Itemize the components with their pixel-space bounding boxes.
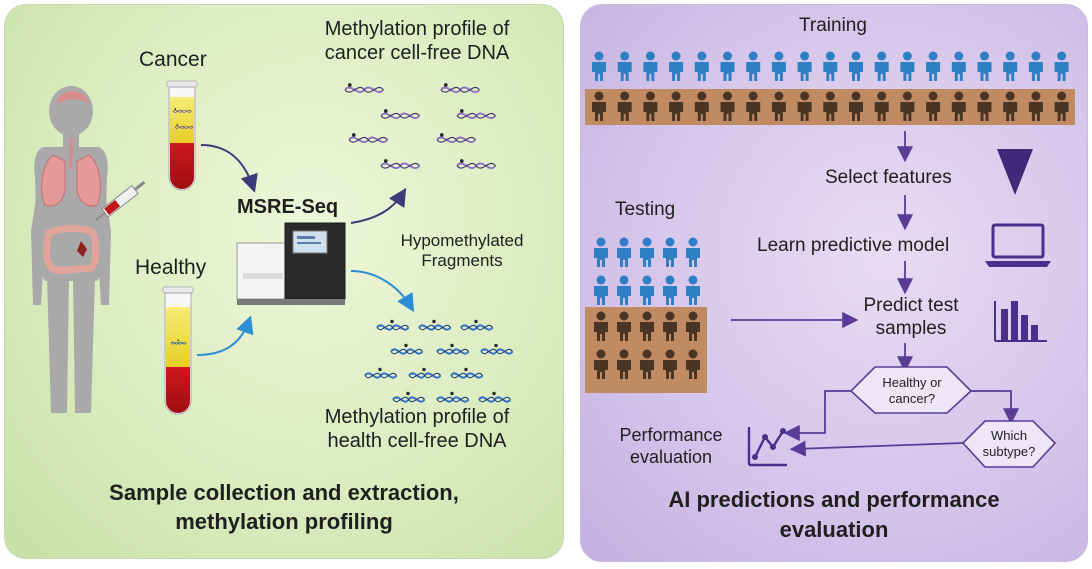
healthy-profile-label: Methylation profile of health cell-free … (297, 405, 537, 453)
healthy-label: Healthy (135, 256, 207, 279)
cancer-label: Cancer (139, 48, 207, 71)
right-title-line1: AI predictions and performance (668, 487, 1000, 512)
predict-line2: samples (875, 317, 947, 339)
right-title-line2: evaluation (779, 516, 889, 542)
dna-fragment-icon (344, 82, 497, 170)
decision1-line1: Healthy or (882, 375, 942, 390)
predict-line1: Predict test (863, 295, 959, 316)
person-icon (663, 275, 677, 305)
performance-evaluation-label: Performance evaluation (603, 425, 739, 468)
person-icon (594, 237, 608, 267)
decision2-label: Which subtype? (973, 428, 1045, 459)
healthy-profile-line2: health cell-free DNA (327, 430, 507, 452)
person-icon (951, 51, 966, 81)
person-icon (797, 51, 812, 81)
cancer-test-tube-icon (166, 80, 198, 191)
healthy-profile-line1: Methylation profile of (324, 406, 510, 428)
hypo-line2: Fragments (421, 251, 503, 271)
decision1-label: Healthy or cancer? (867, 375, 957, 406)
person-icon (617, 237, 631, 267)
step-learn-model: Learn predictive model (757, 235, 950, 256)
decision-which-subtype (961, 420, 1057, 468)
left-title-line1: Sample collection and extraction, (109, 480, 459, 505)
decision1-line2: cancer? (888, 390, 936, 406)
laptop-icon (985, 223, 1051, 267)
right-panel-title: AI predictions and performance evaluatio… (591, 485, 1077, 544)
person-icon (686, 237, 700, 267)
person-icon (977, 51, 992, 81)
left-panel-title: Sample collection and extraction, methyl… (25, 479, 543, 536)
healthy-test-tube-icon (162, 286, 194, 415)
testing-healthy-persons (594, 237, 700, 305)
decision-healthy-or-cancer (849, 366, 973, 414)
person-icon (617, 51, 632, 81)
person-icon (1054, 51, 1069, 81)
cancer-profile-line2: cancer cell-free DNA (324, 42, 510, 64)
funnel-icon (997, 149, 1033, 195)
person-icon (771, 51, 786, 81)
left-panel-graphics (31, 80, 514, 415)
person-icon (592, 51, 606, 81)
perf-line2: evaluation (629, 446, 713, 467)
hypomethylated-fragments-label: Hypomethylated Fragments (377, 231, 547, 272)
testing-label: Testing (615, 199, 676, 220)
step-predict-samples: Predict test samples (851, 295, 971, 341)
person-icon (926, 51, 941, 81)
person-icon (669, 51, 684, 81)
person-icon (746, 51, 761, 81)
person-icon (640, 275, 654, 305)
person-icon (1028, 51, 1043, 81)
person-icon (640, 237, 654, 267)
training-label: Training (799, 15, 867, 36)
method-label: MSRE-Seq (237, 196, 339, 218)
right-panel-ai-predictions: Training Testing Select features Learn p… (580, 4, 1088, 562)
sequencer-icon (236, 222, 346, 305)
bar-chart-icon (994, 301, 1047, 342)
cancer-profile-label: Methylation profile of cancer cell-free … (297, 17, 537, 65)
person-icon (849, 51, 863, 81)
person-icon (823, 51, 838, 81)
left-title-line2: methylation profiling (175, 508, 393, 534)
decision2-line1: Which (990, 428, 1028, 443)
person-icon (617, 275, 631, 305)
person-icon (594, 275, 608, 305)
cancer-profile-line1: Methylation profile of (324, 18, 510, 40)
perf-line1: Performance (619, 425, 723, 445)
step-select-features: Select features (825, 167, 952, 188)
person-icon (686, 275, 700, 305)
dna-fragment-icon (364, 318, 514, 403)
decision2-line2: subtype? (982, 443, 1036, 459)
training-healthy-persons (592, 51, 1069, 81)
left-panel-sample-collection: Cancer Healthy MSRE-Seq Hypomethylated F… (4, 4, 564, 559)
person-icon (900, 51, 915, 81)
person-icon (874, 51, 889, 81)
person-icon (1003, 51, 1018, 81)
person-icon (720, 51, 735, 81)
right-panel-graphics (585, 51, 1075, 468)
hypo-line1: Hypomethylated (400, 231, 524, 250)
person-icon (643, 51, 658, 81)
human-body-icon (31, 86, 111, 413)
person-icon (663, 237, 677, 267)
syringe-icon (95, 181, 146, 222)
person-icon (694, 51, 709, 81)
line-chart-icon (747, 427, 787, 467)
